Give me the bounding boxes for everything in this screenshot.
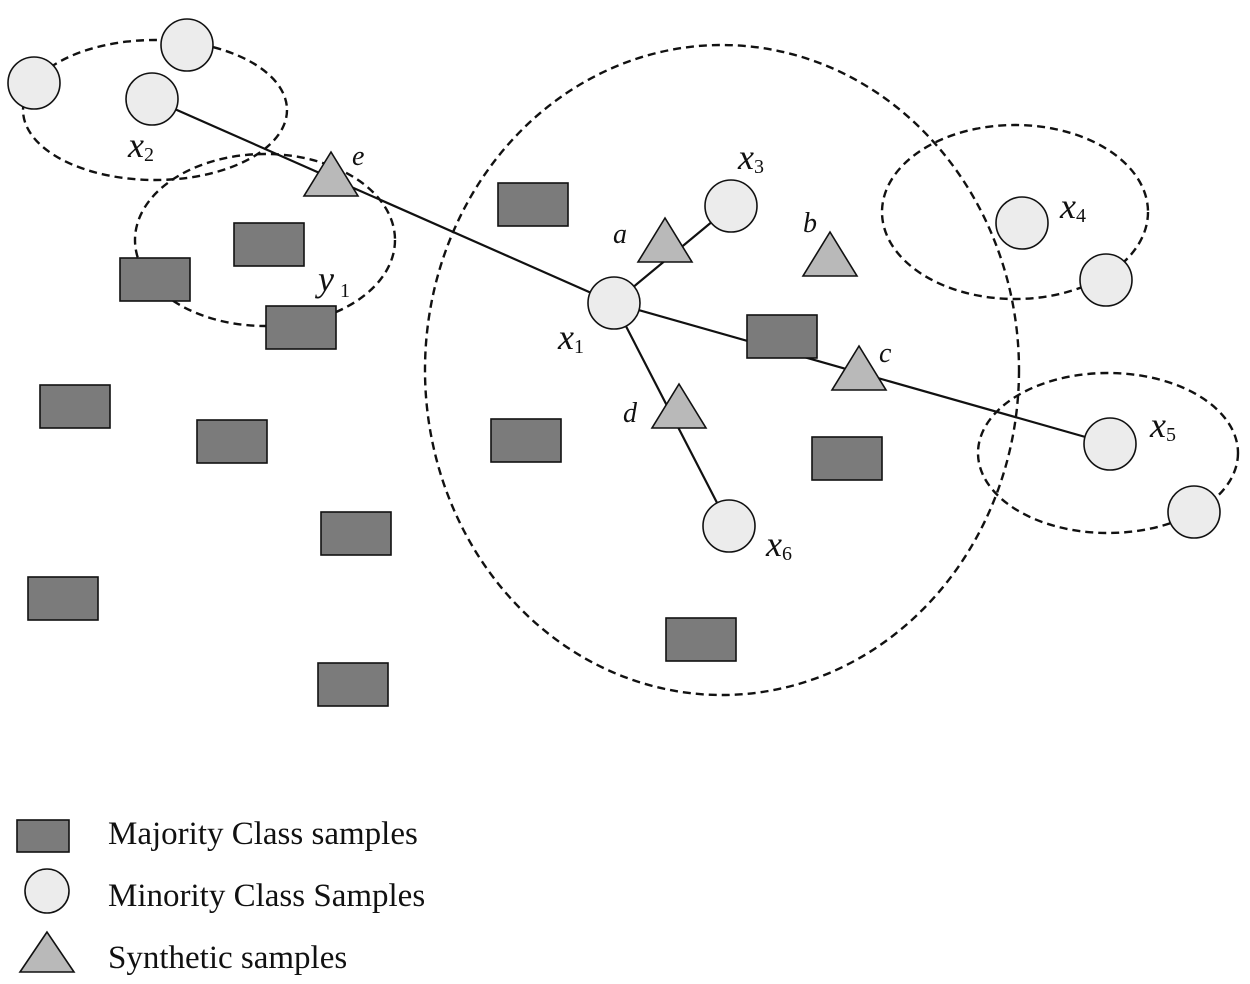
majority-sample: [497, 182, 569, 227]
synthetic-sample-e: [302, 150, 360, 197]
majority-sample: [27, 576, 99, 621]
legend-majority-label: Majority Class samples: [108, 816, 418, 852]
legend: Majority Class samples Minority Class Sa…: [16, 816, 425, 976]
legend-synthetic-label: Synthetic samples: [108, 940, 347, 976]
label-d: d: [623, 398, 638, 429]
majority-sample: [39, 384, 111, 429]
majority-sample: [317, 662, 389, 707]
label-a: a: [613, 219, 627, 250]
legend-minority-label: Minority Class Samples: [108, 878, 425, 914]
minority-sample-x3: [704, 179, 758, 233]
neighborhood-x4: [880, 123, 1150, 301]
label-e: e: [352, 141, 364, 172]
minority-sample: [160, 18, 214, 72]
minority-sample: [7, 56, 61, 110]
synthetic-sample-a: [636, 216, 694, 263]
majority-sample: [119, 257, 191, 302]
majority-sample: [665, 617, 737, 662]
label-b: b: [803, 208, 817, 239]
neighborhood-x1: [423, 43, 1021, 697]
neighborhood-x5: [976, 371, 1240, 535]
majority-sample: [196, 419, 268, 464]
minority-sample: [1167, 485, 1221, 539]
neighborhood-y1: [133, 152, 397, 328]
legend-minority-swatch: [24, 868, 70, 914]
legend-majority-swatch: [16, 819, 70, 853]
majority-sample: [320, 511, 392, 556]
label-x3: x3: [737, 137, 764, 178]
majority-sample: [490, 418, 562, 463]
label-x5: x5: [1149, 405, 1176, 446]
neighborhood-x2: [21, 38, 289, 182]
minority-sample: [1079, 253, 1133, 307]
majority-sample: [811, 436, 883, 481]
label-x4: x4: [1059, 186, 1086, 227]
minority-sample-x2: [125, 72, 179, 126]
synthetic-sample-c: [830, 344, 888, 391]
legend-synthetic-swatch: [18, 930, 76, 973]
majority-sample: [233, 222, 305, 267]
label-x6: x6: [765, 524, 792, 565]
edge-x2-x1: [151, 97, 615, 305]
minority-sample-x6: [702, 499, 756, 553]
label-x2: x2: [127, 125, 154, 166]
minority-sample-x1: [587, 276, 641, 330]
minority-sample-x5: [1083, 417, 1137, 471]
label-x1: x1: [557, 317, 584, 358]
synthetic-sample-b: [801, 230, 859, 277]
synthetic-sample-d: [650, 382, 708, 429]
majority-sample: [746, 314, 818, 359]
minority-sample-x4: [995, 196, 1049, 250]
majority-sample: [265, 305, 337, 350]
label-c: c: [879, 338, 892, 369]
